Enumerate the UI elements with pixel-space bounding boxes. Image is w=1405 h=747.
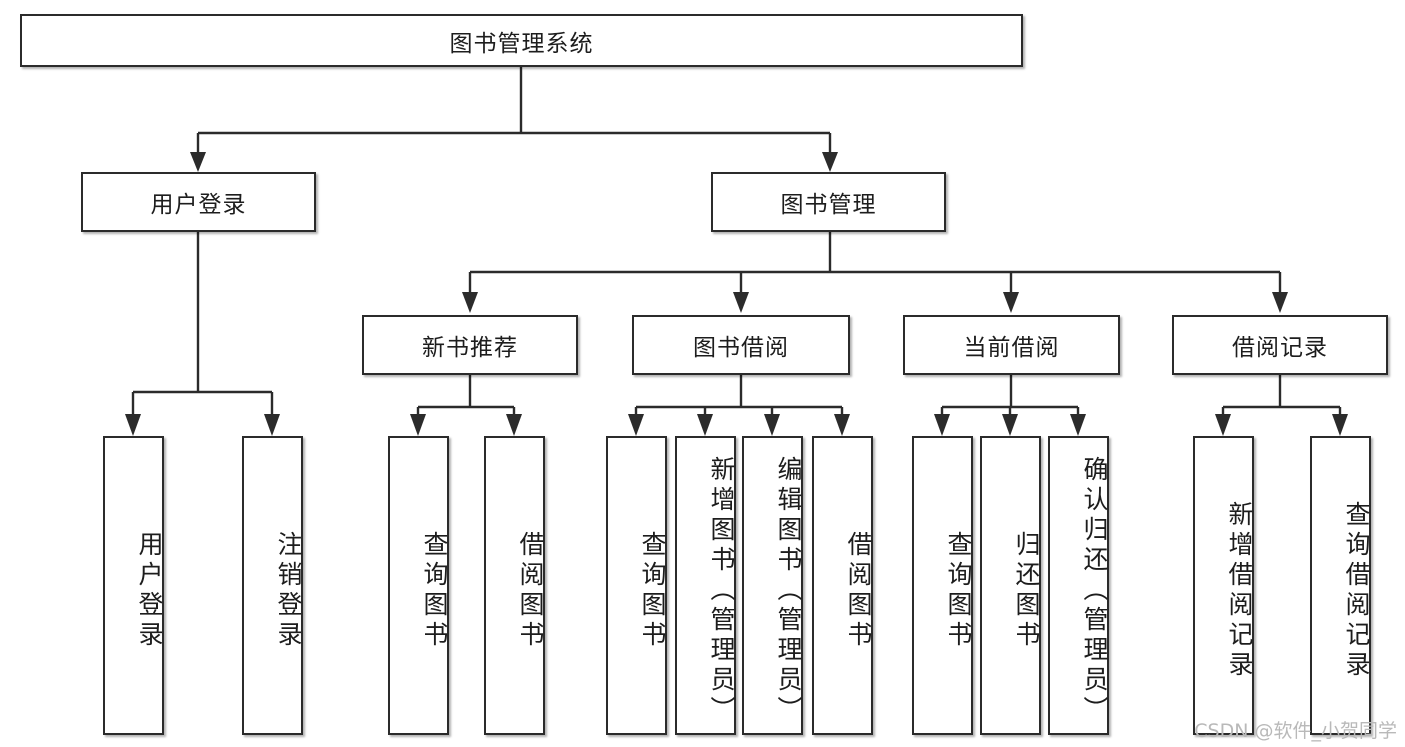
node-label: 查询借阅记录 bbox=[1342, 500, 1371, 681]
leaf-borrow-book[interactable]: 借阅图书 bbox=[812, 436, 873, 735]
node-label: 用户登录 bbox=[135, 530, 164, 651]
watermark: CSDN @软件_小贺同学 bbox=[1194, 720, 1397, 742]
node-label: 图书借阅 bbox=[693, 335, 789, 361]
leaf-query-book-current[interactable]: 查询图书 bbox=[912, 436, 973, 735]
leaf-query-book[interactable]: 查询图书 bbox=[606, 436, 667, 735]
node-label: 新增借阅记录 bbox=[1225, 500, 1254, 681]
leaf-query-borrow-record[interactable]: 查询借阅记录 bbox=[1310, 436, 1371, 735]
node-label: 借阅图书 bbox=[844, 530, 873, 651]
node-label: 图书管理 bbox=[780, 192, 877, 218]
node-label: 查询图书 bbox=[944, 530, 973, 651]
node-label: 编辑图书（管理员） bbox=[774, 455, 803, 726]
leaf-return-book[interactable]: 归还图书 bbox=[980, 436, 1041, 735]
node-label: 归还图书 bbox=[1012, 530, 1041, 651]
leaf-logout[interactable]: 注销登录 bbox=[242, 436, 303, 735]
node-label: 新书推荐 bbox=[422, 335, 518, 361]
node-book-management[interactable]: 图书管理 bbox=[711, 172, 946, 232]
leaf-confirm-return-admin[interactable]: 确认归还（管理员） bbox=[1048, 436, 1109, 735]
leaf-borrow-book-recommend[interactable]: 借阅图书 bbox=[484, 436, 545, 735]
node-root[interactable]: 图书管理系统 bbox=[20, 14, 1023, 67]
node-root-label: 图书管理系统 bbox=[449, 30, 594, 57]
node-label: 注销登录 bbox=[274, 530, 303, 651]
node-label: 查询图书 bbox=[638, 530, 667, 651]
node-new-book-recommend[interactable]: 新书推荐 bbox=[362, 315, 578, 375]
node-label: 新增图书（管理员） bbox=[707, 455, 736, 726]
node-borrow-record[interactable]: 借阅记录 bbox=[1172, 315, 1388, 375]
leaf-edit-book-admin[interactable]: 编辑图书（管理员） bbox=[742, 436, 803, 735]
node-label: 用户登录 bbox=[150, 192, 247, 218]
leaf-add-book-admin[interactable]: 新增图书（管理员） bbox=[675, 436, 736, 735]
node-book-borrow[interactable]: 图书借阅 bbox=[632, 315, 850, 375]
leaf-user-login[interactable]: 用户登录 bbox=[103, 436, 164, 735]
leaf-add-borrow-record[interactable]: 新增借阅记录 bbox=[1193, 436, 1254, 735]
node-user-login[interactable]: 用户登录 bbox=[81, 172, 316, 232]
node-current-borrow[interactable]: 当前借阅 bbox=[903, 315, 1120, 375]
node-label: 借阅记录 bbox=[1232, 335, 1328, 361]
node-label: 当前借阅 bbox=[963, 335, 1060, 361]
leaf-query-book-recommend[interactable]: 查询图书 bbox=[388, 436, 449, 735]
node-label: 借阅图书 bbox=[516, 530, 545, 651]
node-label: 查询图书 bbox=[420, 530, 449, 651]
node-label: 确认归还（管理员） bbox=[1080, 455, 1109, 726]
